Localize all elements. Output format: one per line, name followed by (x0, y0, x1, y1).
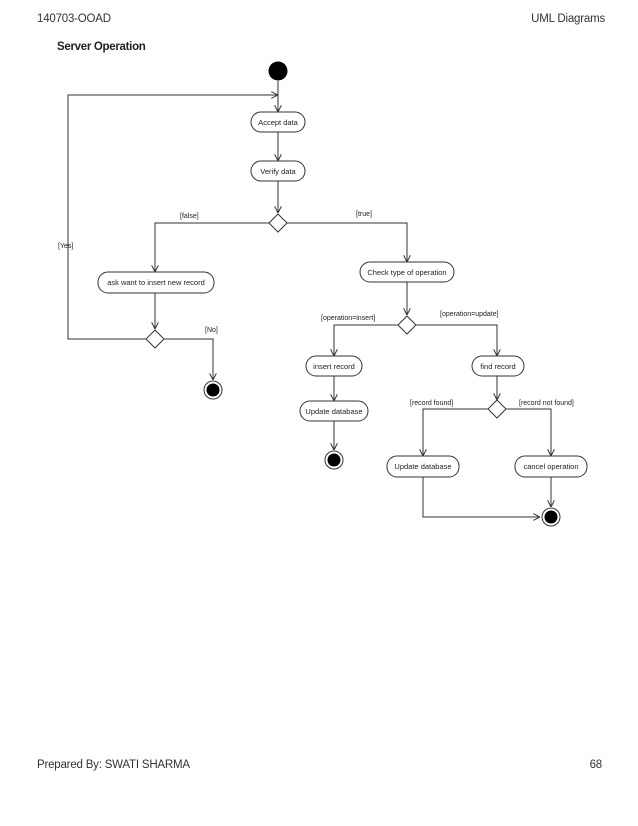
initial-node (268, 61, 288, 81)
svg-text:find record: find record (480, 362, 515, 371)
svg-text:Accept data: Accept data (258, 118, 298, 127)
svg-text:insert record: insert record (313, 362, 355, 371)
svg-text:cancel operation: cancel operation (523, 462, 578, 471)
decision-verify (268, 213, 288, 233)
activity-verify-data: Verify data (250, 160, 306, 182)
document-footer-author: Prepared By: SWATI SHARMA (37, 759, 190, 771)
document-header-right: UML Diagrams (531, 13, 605, 25)
flow-found-branch (423, 408, 488, 456)
decision-insert-again (145, 329, 165, 349)
activity-insert-record: insert record (305, 355, 363, 377)
guard-operation-insert: [operation=insert] (321, 315, 375, 322)
final-node-no (203, 380, 223, 400)
flow-false-to-ask (155, 222, 269, 272)
activity-accept-data: Accept data (250, 111, 306, 133)
flow-yes-loop (67, 95, 278, 340)
guard-no: [No] (205, 327, 218, 334)
svg-text:Verify data: Verify data (260, 167, 296, 176)
activity-update-database-insert: Update database (299, 400, 369, 422)
decision-record-found (487, 399, 507, 419)
flow-not-found-branch (506, 408, 551, 456)
guard-yes: [Yes] (58, 243, 73, 250)
guard-operation-update: [operation=update] (440, 311, 499, 318)
activity-check-type-of-operation: Check type of operation (359, 261, 455, 283)
final-node-update (541, 507, 561, 527)
guard-record-found: [record found] (410, 400, 453, 407)
decision-operation-type (397, 315, 417, 335)
guard-false: [false] (180, 213, 199, 220)
guard-true: [true] (356, 211, 372, 218)
flow-no-to-end (164, 338, 213, 380)
section-title: Server Operation (57, 41, 146, 53)
final-node-insert (324, 450, 344, 470)
control-flows (67, 81, 551, 517)
activity-cancel-operation: cancel operation (514, 455, 588, 478)
flow-insert-branch (334, 324, 398, 356)
flow-update-found-to-end (422, 477, 540, 517)
flow-update-branch (416, 324, 497, 356)
svg-text:Check type of operation: Check type of operation (367, 268, 446, 277)
guard-record-not-found: [record not found] (519, 400, 574, 407)
document-header-left: 140703-OOAD (37, 13, 111, 25)
activity-ask-insert-new-record: ask want to insert new record (97, 271, 215, 294)
svg-text:ask want to insert new record: ask want to insert new record (107, 278, 205, 287)
flow-true-to-check (287, 222, 407, 262)
svg-text:Update database: Update database (305, 407, 362, 416)
svg-text:Update database: Update database (394, 462, 451, 471)
activity-find-record: find record (471, 355, 525, 377)
activity-update-database-found: Update database (386, 455, 460, 478)
page-number: 68 (589, 759, 603, 771)
